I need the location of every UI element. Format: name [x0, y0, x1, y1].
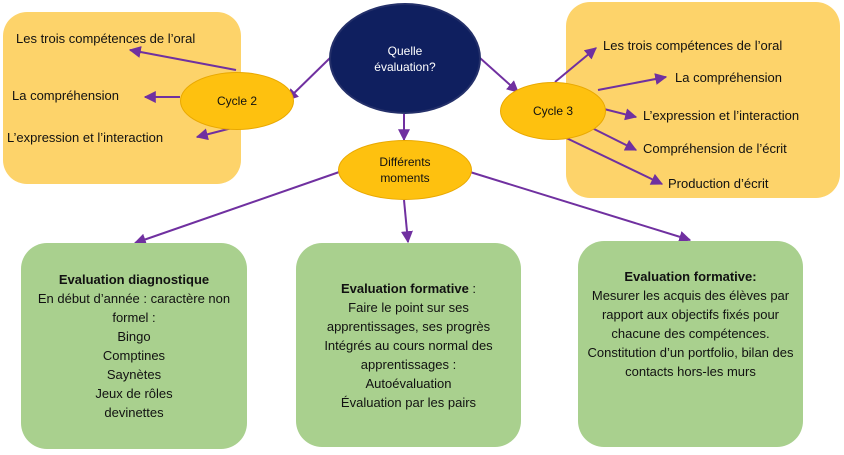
cycle2-node: Cycle 2	[180, 72, 294, 130]
box3-line-1: Mesurer les acquis des élèves par rappor…	[591, 288, 790, 341]
box2-line-3: Autoévaluation	[365, 375, 452, 391]
box1-line-4: Saynètes	[106, 367, 162, 382]
cycle2-item-comprehension: La compréhension	[12, 88, 119, 103]
arrow-center-to-cycle3	[479, 57, 519, 93]
evaluation-box-diagnostique: Evaluation diagnostique En début d’année…	[21, 243, 247, 449]
center-question-label: Quelle évaluation?	[374, 43, 436, 74]
arrow-cycle3-item-2	[597, 73, 668, 91]
box2-line-1: Faire le point sur ses apprentissages, s…	[326, 299, 491, 334]
box3-line-2: Constitution d’un portfolio, bilan des c…	[587, 345, 794, 379]
arrow-cycle3-item-1	[554, 47, 597, 83]
cycle3-label: Cycle 3	[532, 104, 573, 118]
box2-line-2: Intégrés au cours normal des apprentissa…	[324, 337, 493, 372]
moments-node: Différents moments	[338, 140, 472, 200]
cycle2-item-expression: L’expression et l’interaction	[7, 130, 164, 145]
arrow-cycle3-item-5	[557, 133, 664, 185]
arrow-cycle3-item-4	[591, 127, 638, 151]
arrow-moments-box-1	[133, 169, 346, 246]
cycle2-label: Cycle 2	[216, 94, 257, 108]
arrow-cycle3-item-3	[599, 107, 638, 121]
cycle3-item-production-ecrit: Production d’écrit	[668, 176, 769, 191]
center-question-node: Quelle évaluation?	[329, 3, 481, 114]
arrow-cycle2-item-1	[128, 46, 237, 71]
box3-title: Evaluation formative:	[624, 269, 757, 284]
box1-line-5: Jeux de rôles devinettes	[95, 386, 173, 420]
box1-title: Evaluation diagnostique	[58, 272, 210, 287]
evaluation-box-formative-1: Evaluation formative : Faire le point su…	[296, 243, 521, 447]
box2-title: Evaluation formative :	[340, 280, 477, 296]
arrow-moments-box-3	[469, 171, 692, 243]
cycle3-item-comprehension-ecrit: Compréhension de l’écrit	[643, 141, 787, 156]
cycle3-node: Cycle 3	[500, 82, 606, 140]
moments-label: Différents moments	[379, 155, 431, 185]
box1-line-2: Bingo	[117, 329, 151, 344]
box1-line-1: En début d’année : caractère non formel …	[37, 291, 231, 325]
cycle3-panel	[566, 2, 840, 198]
arrow-moments-box-2	[401, 199, 413, 244]
arrow-center-to-cycle2	[286, 57, 331, 101]
cycle2-item-oral: Les trois compétences de l’oral	[16, 31, 196, 46]
cycle3-item-oral: Les trois compétences de l’oral	[603, 38, 783, 53]
box1-line-3: Comptines	[102, 348, 166, 363]
cycle3-item-comprehension: La compréhension	[675, 70, 782, 85]
evaluation-box-formative-2: Evaluation formative: Mesurer les acquis…	[578, 241, 803, 447]
box2-line-4: Évaluation par les pairs	[340, 394, 477, 410]
cycle3-item-expression: L’expression et l’interaction	[643, 108, 800, 123]
